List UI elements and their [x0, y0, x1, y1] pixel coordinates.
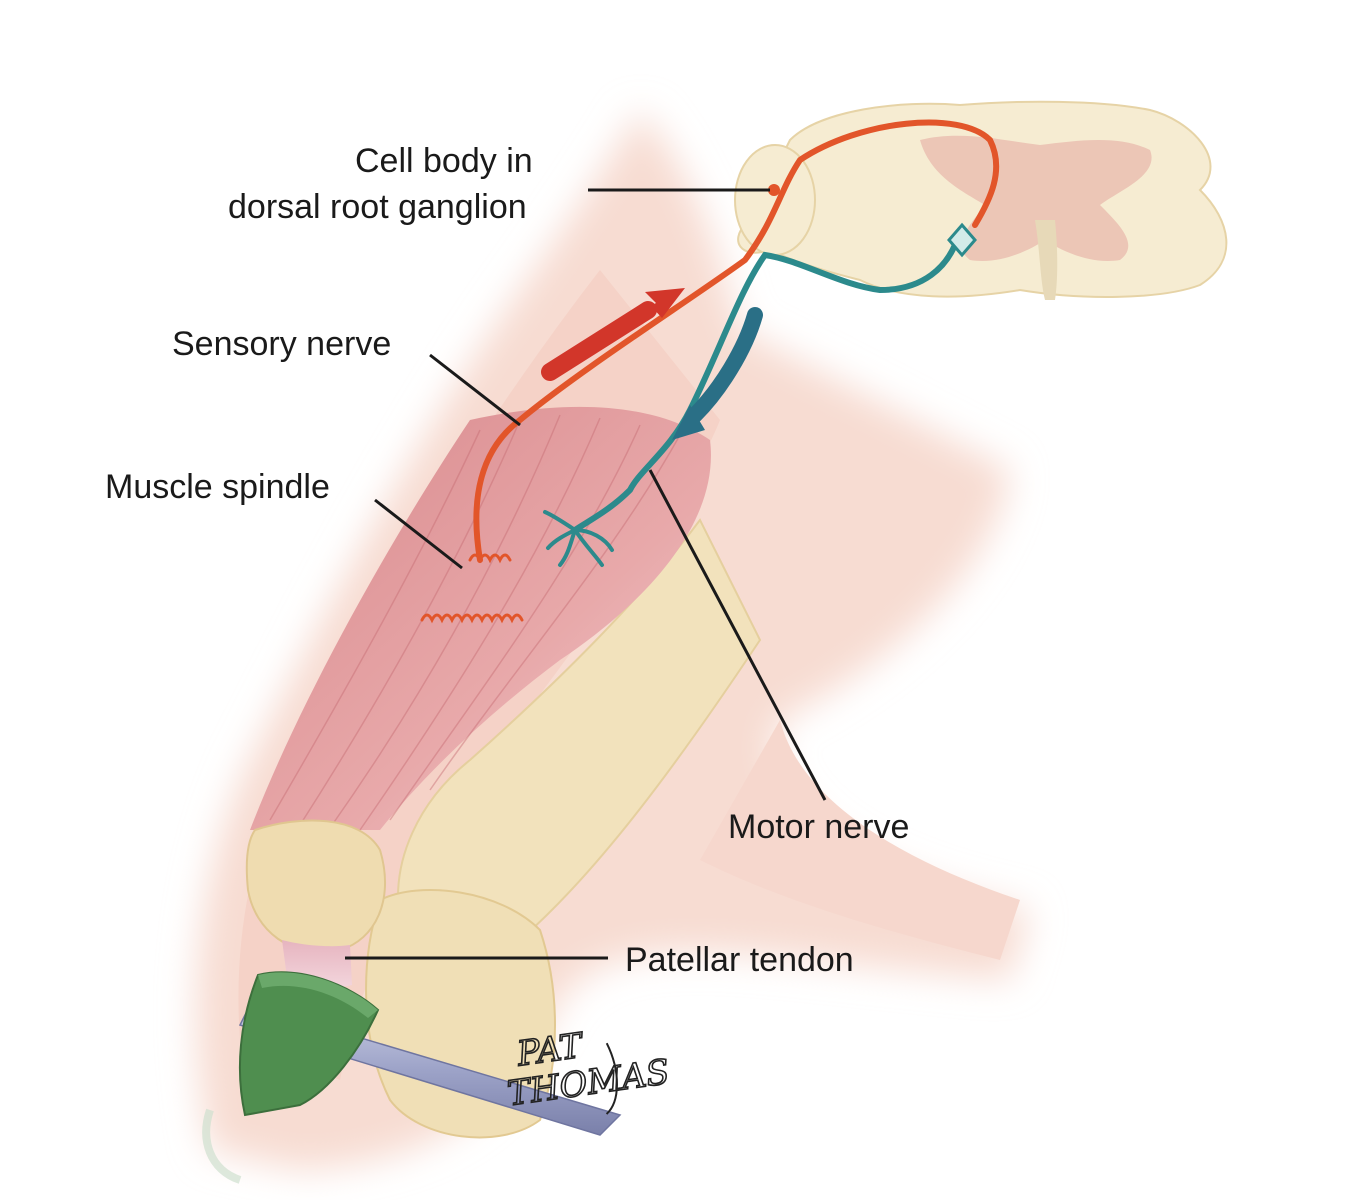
- label-cell-body-line2: dorsal root ganglion: [228, 188, 527, 226]
- patella-bone: [245, 819, 386, 953]
- label-motor-nerve: Motor nerve: [728, 808, 909, 846]
- sensory-cell-body: [768, 184, 780, 196]
- leader-lines: [345, 188, 827, 960]
- arrow-up-right-icon: [541, 288, 685, 381]
- motor-nerve-fiber: [572, 227, 963, 533]
- reflex-hammer-icon: [202, 971, 622, 1184]
- muscle-fibers: [269, 414, 681, 831]
- motor-neuron-soma: [947, 222, 977, 258]
- label-patellar-tendon: Patellar tendon: [625, 941, 854, 979]
- label-cell-body-line1: Cell body in: [355, 142, 533, 180]
- spinal-cord-section: [737, 100, 1228, 300]
- sensory-nerve-fiber: [473, 119, 1000, 563]
- label-muscle-spindle: Muscle spindle: [105, 468, 330, 506]
- label-sensory-nerve: Sensory nerve: [172, 325, 391, 363]
- muscle-spindle-coil: [420, 553, 524, 624]
- motor-end-plate: [543, 510, 614, 567]
- arrow-down-left-icon: [672, 307, 763, 440]
